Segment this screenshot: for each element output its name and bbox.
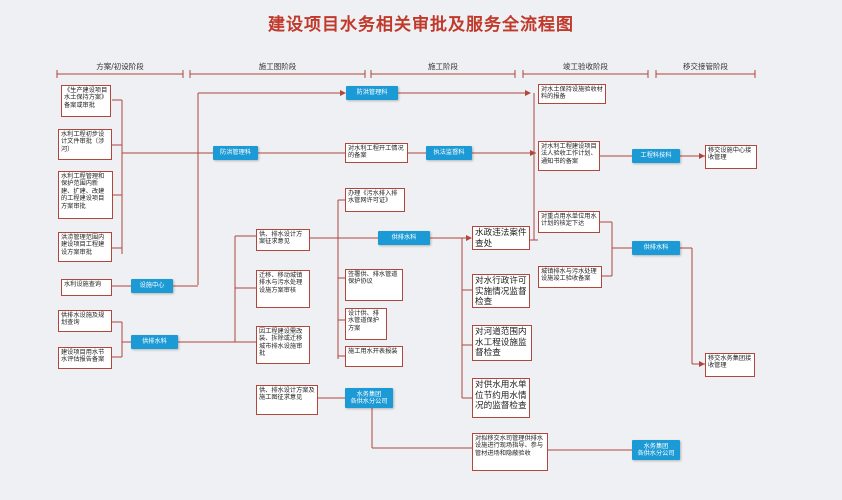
process-box: 水利设施查询 (61, 279, 112, 296)
process-box: 建设项目用水节水评估报告备案 (58, 347, 112, 369)
process-box: 对水土保持设施验收材料的报备 (538, 84, 606, 104)
process-box: 对河道范围内水工程设施监督检查 (472, 325, 532, 361)
department-tag: 防洪管理科 (346, 86, 398, 100)
phase-label-acceptance: 竣工验收阶段 (563, 62, 608, 71)
process-box: 对水利工程建设项目法人验收工作计划、通知书的备案 (538, 141, 600, 171)
department-tag: 供排水科 (632, 241, 680, 255)
process-box: 对水行政许可实施情况监督检查 (472, 274, 530, 308)
process-box: 签署供、排水管道保护协议 (345, 269, 403, 301)
process-box: 施工用水开表报装 (345, 346, 403, 367)
department-tag: 供排水科 (378, 231, 430, 245)
department-tag: 设施中心 (131, 279, 173, 293)
process-box: 迁移、移动城镇排水与污水处理设施方案审核 (256, 270, 310, 308)
phase-label-handover: 移交接管阶段 (683, 62, 728, 71)
process-box: 水政违法案件查处 (472, 226, 530, 250)
phase-label-design: 方案/初设阶段 (96, 62, 144, 71)
process-box: 对拟移交水司管理供排水设施进行现场指导、参与管材进场和隐蔽验收 (472, 433, 548, 471)
process-box: 水利工程初步设计文件审批（涉河） (58, 129, 112, 160)
process-box: 供排水设施及规划查询 (58, 310, 112, 332)
process-box: 办理《污水排入排水管网许可证》 (345, 188, 405, 212)
process-box: 洪涝管理范围内建设项目工程建设方案审批 (58, 232, 112, 262)
process-box: 对重点用水单位用水计划的核定下达 (538, 211, 600, 233)
department-tag: 供排水科 (131, 335, 178, 349)
process-box: 《生产建设项目水土保持方案》备案或审批 (61, 85, 111, 117)
department-tag: 工程科技科 (632, 149, 680, 163)
process-box: 因工程建设需改装、拆除或迁移城市排水设施审批 (256, 326, 310, 364)
process-box: 对水利工程开工情况的备案 (345, 143, 408, 163)
process-box: 对供水用水单位节约用水情况的监督检查 (472, 378, 530, 418)
process-box: 水利工程管理和保护范围内新建、扩建、改建的工程建设项目方案审批 (58, 171, 113, 219)
department-tag: 水务集团 各供水分公司 (345, 388, 393, 408)
process-box: 移交设施中心接收管理 (705, 145, 757, 169)
process-box: 城镇排水与污水处理设施竣工验收备案 (538, 266, 602, 288)
page-title: 建设项目水务相关审批及服务全流程图 (268, 15, 574, 35)
phase-label-drawing: 施工图阶段 (258, 62, 297, 71)
process-box: 移交水务集团接收管理 (705, 353, 755, 377)
process-box: 供、排水设计方案及施工图征求意见 (256, 385, 318, 415)
department-tag: 水务集团 各供水分公司 (632, 440, 680, 460)
process-box: 供、排水设计方案征求意见 (256, 229, 310, 251)
department-tag: 执法监督科 (426, 146, 472, 160)
process-box: 设计供、排水管道保护方案 (345, 308, 387, 340)
department-tag: 防洪管理科 (213, 146, 258, 160)
phase-label-construction: 施工阶段 (428, 62, 458, 71)
